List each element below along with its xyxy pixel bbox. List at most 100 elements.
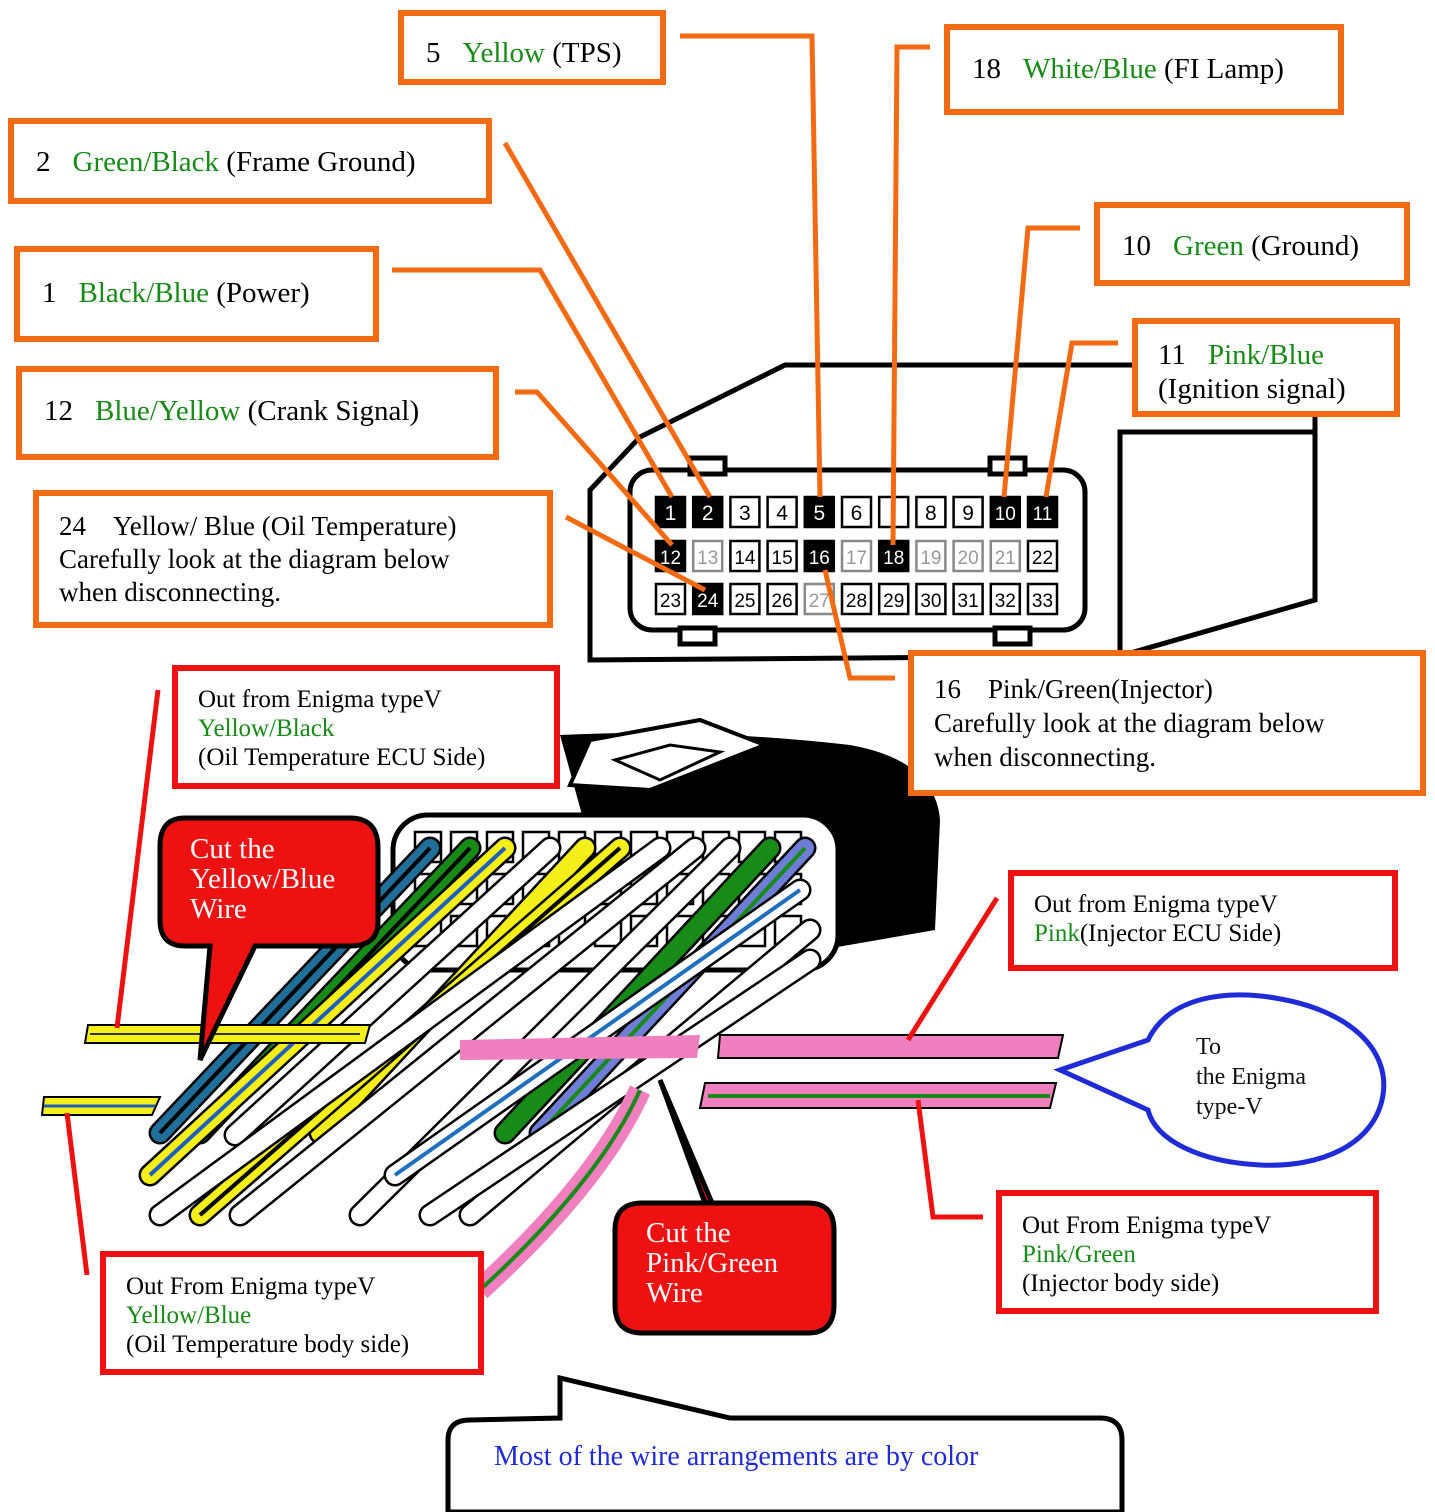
label-pin-11: 11 Pink/Blue (Ignition signal) [1132, 318, 1400, 417]
pin-label: 11 [1033, 504, 1053, 525]
pin-label: 33 [1032, 591, 1053, 612]
pin-label: 6 [851, 502, 863, 525]
pin-cell [1026, 495, 1059, 529]
pin24-line1: 24 Yellow/ Blue (Oil Temperature) [59, 511, 457, 541]
pin-cell [952, 582, 984, 616]
wire-stripe [158, 846, 432, 1135]
out-color: Pink/Green [1022, 1241, 1136, 1268]
pin-cell [989, 539, 1022, 573]
pin-description: (Ignition signal) [1158, 373, 1346, 405]
pin16-line3: when disconnecting. [934, 742, 1156, 772]
pin-description: (Power) [216, 277, 310, 309]
wire-color: Blue/Yellow [95, 395, 241, 427]
label-pin-10: 10 Green (Ground) [1094, 202, 1410, 286]
pin-cell [766, 582, 798, 616]
red-leader-lines [64, 689, 1000, 1276]
callout-line: Pink/Green [646, 1247, 779, 1279]
pin-label: 27 [809, 591, 830, 612]
cut-yellow-blue-callout: Cut the Yellow/Blue Wire [190, 834, 335, 924]
pin-label: 13 [697, 548, 718, 569]
pin-cell [952, 539, 984, 573]
pin-label: 12 [660, 548, 681, 569]
pin-cell [766, 495, 798, 529]
harness-wires [138, 836, 822, 1227]
pin24-line2: Carefully look at the diagram below [59, 544, 450, 574]
pin-description: (Crank Signal) [247, 395, 420, 427]
pin-label: 17 [846, 548, 867, 569]
out-desc: (Injector ECU Side) [1079, 920, 1282, 947]
pin-label: 15 [772, 548, 793, 569]
pin-label: 21 [995, 548, 1016, 569]
pin-label: 25 [734, 591, 755, 612]
callout-line: type-V [1196, 1094, 1263, 1120]
pin-cell [654, 582, 687, 616]
pin-cell [915, 495, 947, 529]
callout-line: Cut the [646, 1217, 731, 1249]
callout-line: To [1196, 1034, 1221, 1060]
pin-cell [1026, 539, 1059, 573]
pin-description: (FI Lamp) [1163, 53, 1284, 85]
wire-arrangement-note: Most of the wire arrangements are by col… [494, 1441, 979, 1472]
out-title: Out from Enigma typeV [1034, 891, 1278, 918]
pin-number: 11 [1158, 339, 1186, 371]
pin-description: (Ground) [1251, 230, 1360, 262]
pin-number: 10 [1122, 230, 1151, 262]
pin-label: 3 [739, 502, 751, 525]
wire [231, 839, 704, 1224]
wire-stripe [393, 888, 802, 1177]
cut-pink-green-callout: Cut the Pink/Green Wire [646, 1218, 778, 1308]
pin-cell [1026, 582, 1059, 616]
external-wires [40, 1024, 1065, 1299]
pin-label: 20 [958, 548, 979, 569]
pin-number: 1 [42, 277, 57, 309]
pin-cell [691, 495, 724, 529]
pin-label: 23 [660, 591, 681, 612]
pin-label: 9 [962, 502, 974, 525]
callout-line: Wire [190, 893, 247, 925]
pin-label: 2 [702, 502, 714, 525]
pin16-line1: 16 Pink/Green(Injector) [934, 674, 1213, 704]
pin-cell [952, 495, 984, 529]
callout-line: Cut the [190, 833, 275, 865]
pin-label: 30 [920, 591, 941, 612]
label-pin-24: 24 Yellow/ Blue (Oil Temperature) Carefu… [33, 490, 553, 628]
pin-cell [840, 539, 873, 573]
pin-cell [766, 539, 798, 573]
pin-cell [803, 582, 836, 616]
pin-description: (Frame Ground) [226, 146, 416, 178]
wire-stripe [148, 846, 507, 1177]
pin-label: 24 [697, 591, 719, 612]
pin-label: 1 [665, 502, 677, 525]
out-title: Out From Enigma typeV [126, 1273, 376, 1300]
wire-color: Green [1173, 230, 1244, 262]
orange-leader-lines [392, 33, 1118, 681]
pin-description: (TPS) [552, 37, 622, 69]
pin-number: 2 [36, 146, 51, 178]
pin-label: 32 [995, 591, 1016, 612]
pin-cell [840, 495, 873, 529]
wire-color: White/Blue [1023, 53, 1157, 85]
out-inj-body-box: Out From Enigma typeV Pink/Green (Inject… [996, 1190, 1379, 1314]
out-color: Pink [1034, 920, 1080, 947]
out-inj-ecu-box: Out from Enigma typeV Pink(Injector ECU … [1008, 870, 1398, 971]
label-pin-16: 16 Pink/Green(Injector) Carefully look a… [908, 650, 1426, 796]
wire-color: Green/Black [72, 146, 220, 178]
pin-label: 22 [1032, 548, 1053, 569]
pin16-line2: Carefully look at the diagram below [934, 708, 1325, 738]
pin-cell [803, 539, 836, 573]
out-title: Out from Enigma typeV [198, 686, 442, 713]
pin-label: 31 [958, 591, 979, 612]
pin-cell [989, 582, 1022, 616]
label-pin-2: 2 Green/Black (Frame Ground) [8, 118, 492, 204]
pin-cell [877, 582, 910, 616]
pin-label: 26 [772, 591, 793, 612]
pin-cell [840, 582, 873, 616]
wire-color: Pink/Blue [1207, 339, 1324, 371]
out-color: Yellow/Black [198, 715, 335, 742]
pin-cell [729, 495, 761, 529]
